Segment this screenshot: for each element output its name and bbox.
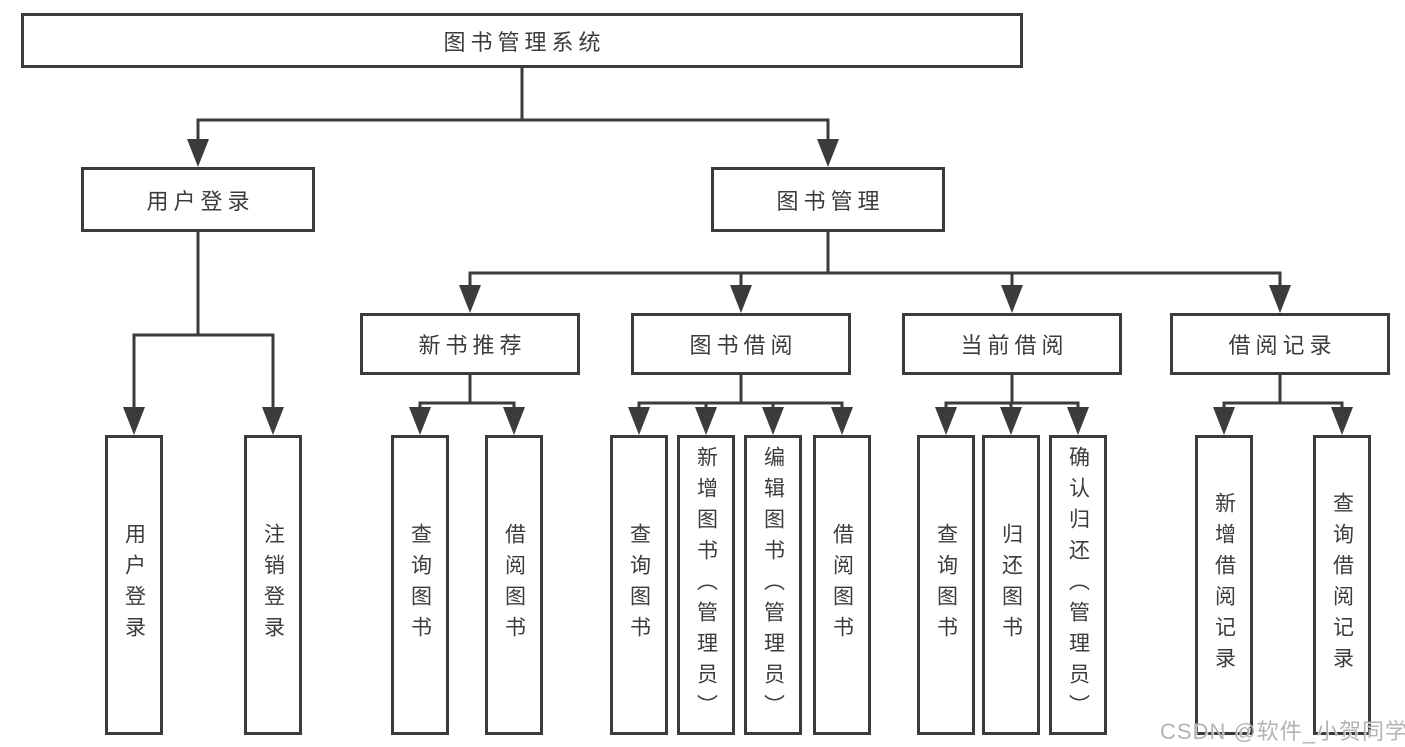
- node-new-book-recommend: 新书推荐: [360, 313, 580, 375]
- leaf-borrow-books-2: 借阅图书: [813, 435, 871, 735]
- leaf-borrow-books-1: 借阅图书: [485, 435, 543, 735]
- leaf-confirm-return-admin-label: 确认归还（管理员）: [1066, 445, 1090, 725]
- leaf-borrow-books-1-label: 借阅图书: [502, 523, 526, 647]
- leaf-logout: 注销登录: [244, 435, 302, 735]
- csdn-watermark: CSDN @软件_小贺同学: [1160, 719, 1405, 744]
- leaf-query-borrow-record: 查询借阅记录: [1313, 435, 1371, 735]
- leaf-query-books-3: 查询图书: [917, 435, 975, 735]
- leaf-user-login-label: 用户登录: [122, 523, 146, 647]
- leaf-return-books: 归还图书: [982, 435, 1040, 735]
- leaf-add-borrow-record-label: 新增借阅记录: [1212, 492, 1236, 678]
- node-root-library-system: 图书管理系统: [21, 13, 1023, 68]
- leaf-query-books-1: 查询图书: [391, 435, 449, 735]
- node-book-borrowing: 图书借阅: [631, 313, 851, 375]
- node-user-login: 用户登录: [81, 167, 315, 232]
- leaf-query-borrow-record-label: 查询借阅记录: [1330, 492, 1354, 678]
- leaf-borrow-books-2-label: 借阅图书: [830, 523, 854, 647]
- node-borrowing-records: 借阅记录: [1170, 313, 1390, 375]
- leaf-logout-label: 注销登录: [261, 523, 285, 647]
- node-book-borrowing-label: 图书借阅: [689, 333, 798, 358]
- leaf-query-books-3-label: 查询图书: [934, 523, 958, 647]
- leaf-query-books-2: 查询图书: [610, 435, 668, 735]
- leaf-query-books-1-label: 查询图书: [408, 523, 432, 647]
- node-root-label: 图书管理系统: [443, 29, 606, 55]
- leaf-add-books-admin: 新增图书（管理员）: [677, 435, 735, 735]
- node-current-borrowing-label: 当前借阅: [960, 333, 1069, 358]
- node-borrowing-records-label: 借阅记录: [1228, 333, 1337, 358]
- leaf-user-login: 用户登录: [105, 435, 163, 735]
- node-new-book-recommend-label: 新书推荐: [418, 333, 527, 358]
- leaf-edit-books-admin-label: 编辑图书（管理员）: [761, 445, 785, 725]
- leaf-add-borrow-record: 新增借阅记录: [1195, 435, 1253, 735]
- node-book-management: 图书管理: [711, 167, 945, 232]
- node-book-management-label: 图书管理: [776, 188, 885, 214]
- leaf-return-books-label: 归还图书: [999, 523, 1023, 647]
- leaf-edit-books-admin: 编辑图书（管理员）: [744, 435, 802, 735]
- leaf-confirm-return-admin: 确认归还（管理员）: [1049, 435, 1107, 735]
- leaf-query-books-2-label: 查询图书: [627, 523, 651, 647]
- node-user-login-label: 用户登录: [146, 188, 255, 214]
- leaf-add-books-admin-label: 新增图书（管理员）: [694, 445, 718, 725]
- node-current-borrowing: 当前借阅: [902, 313, 1122, 375]
